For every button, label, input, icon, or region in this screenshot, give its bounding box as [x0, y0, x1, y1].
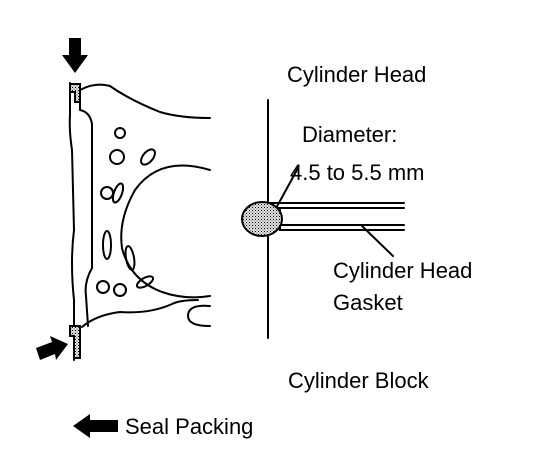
label-diameter: Diameter: — [302, 122, 398, 147]
legend-seal-packing: Seal Packing — [125, 414, 254, 439]
label-cylinder-head: Cylinder Head — [287, 62, 427, 87]
arrow-icon — [62, 38, 88, 73]
seal-packing-bottom — [69, 325, 81, 359]
arrow-icon — [36, 336, 68, 360]
label-diameter-range: 4.5 to 5.5 mm — [290, 160, 425, 185]
engine-block-view — [68, 82, 211, 361]
seal-bead-section — [241, 201, 283, 237]
label-gasket: Gasket — [333, 290, 403, 315]
seal-packing-top — [69, 83, 81, 103]
legend-arrow-icon — [73, 414, 118, 438]
label-cylinder-head-gasket: Cylinder Head — [333, 258, 473, 283]
coolant-holes — [96, 127, 156, 297]
label-cylinder-block: Cylinder Block — [288, 368, 429, 393]
